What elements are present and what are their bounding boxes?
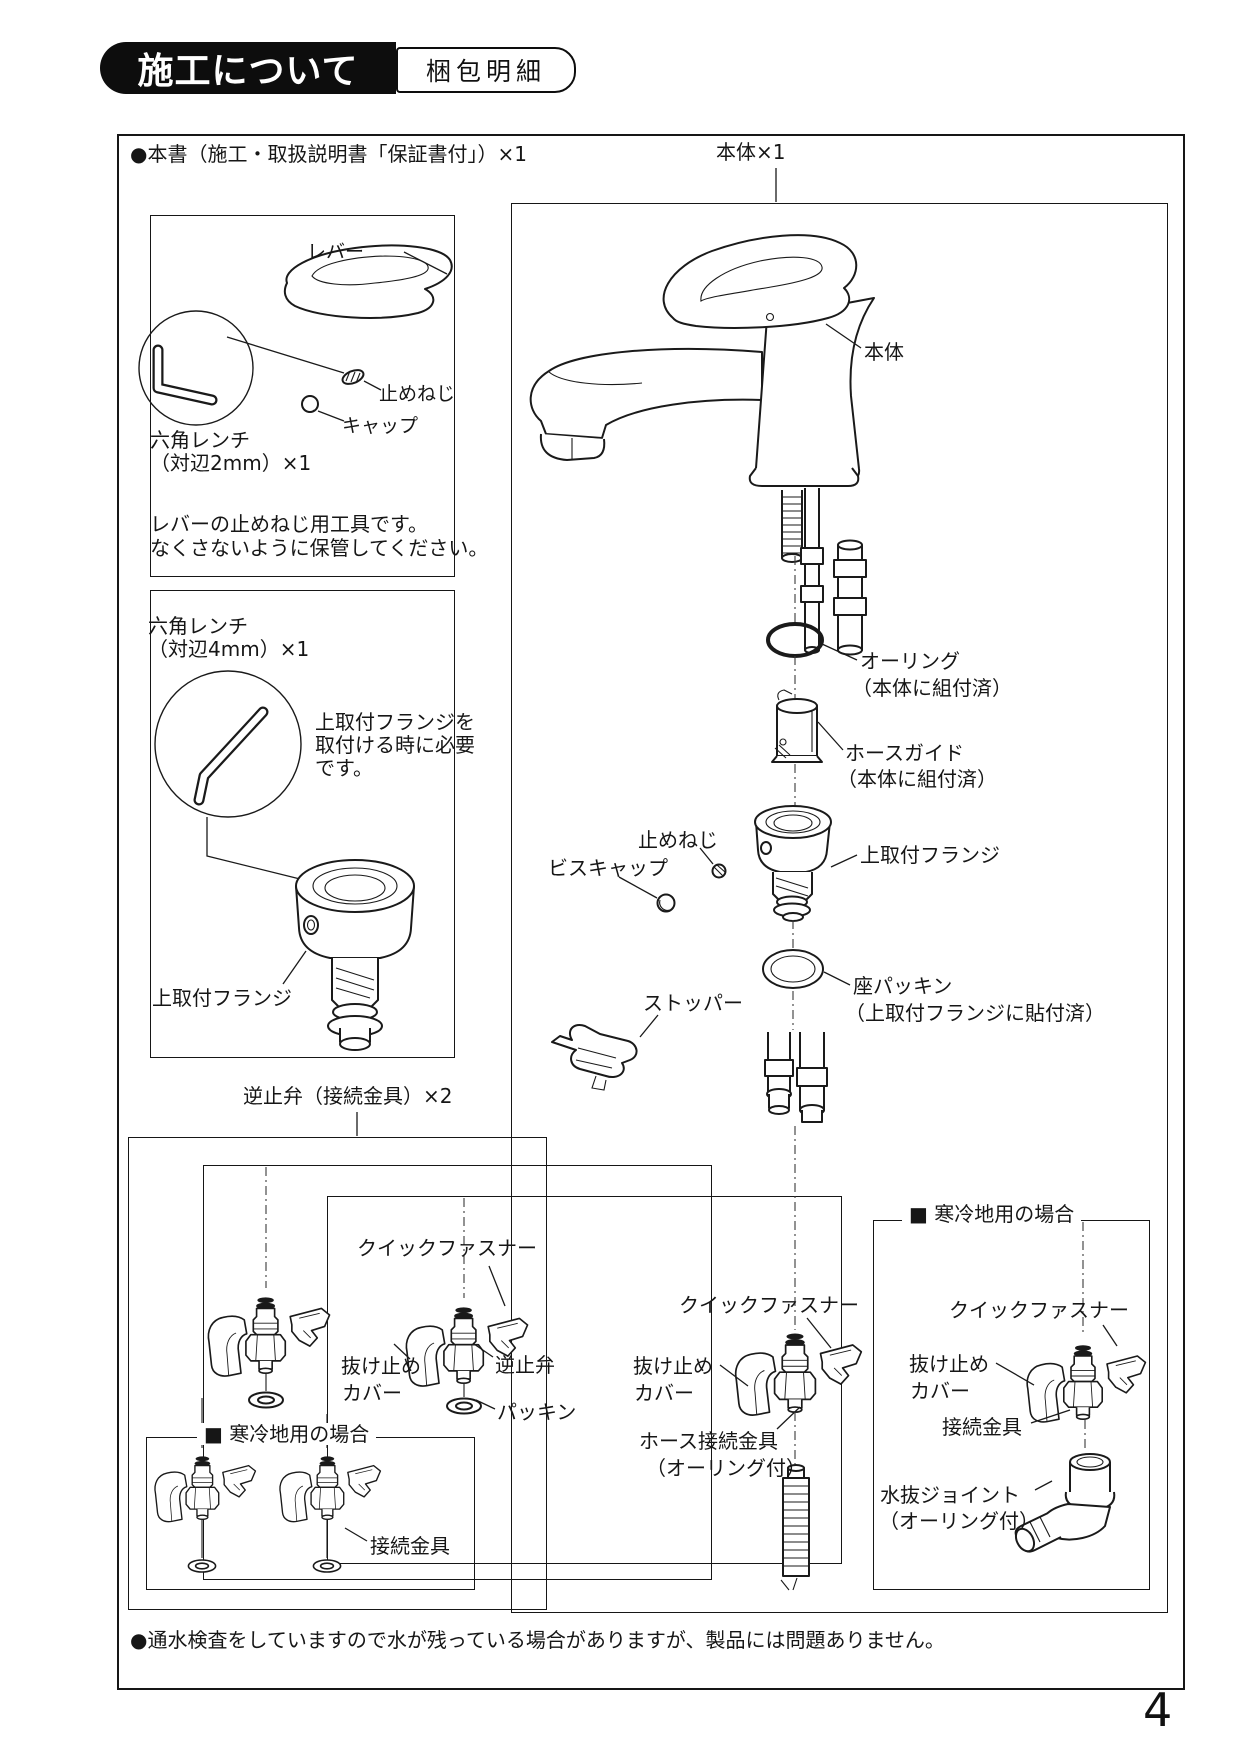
note-water-check: ●通水検査をしていますので水が残っている場合がありますが、製品には問題ありません… — [130, 1628, 945, 1652]
check-valve-box-mid — [203, 1165, 712, 1580]
note-wrench2-line2: なくさないように保管してください。 — [150, 536, 489, 560]
title-check-valve: 逆止弁（接続金具）×2 — [243, 1084, 453, 1108]
label-hose-guide-sub: （本体に組付済） — [837, 767, 997, 791]
cold-washer-left2 — [312, 1559, 342, 1573]
upper-flange-drawing-body — [754, 805, 832, 922]
outer-box — [117, 134, 1185, 1690]
label-cover-right-line1: 抜け止め — [909, 1352, 989, 1376]
label-hose-fitting-line1: ホース接続金具 — [639, 1429, 778, 1453]
label-wrench4-line1: 六角レンチ — [148, 614, 248, 638]
drain-joint-drawing — [1014, 1453, 1116, 1553]
label-quick-fastener-mid: クイックファスナー — [679, 1293, 859, 1317]
label-cover-mid-line1: 抜け止め — [633, 1354, 713, 1378]
label-upper-flange: 上取付フランジ — [860, 843, 1000, 867]
note-wrench4-line2: 取付ける時に必要 — [315, 733, 475, 757]
label-cover-left-line1: 抜け止め — [341, 1354, 421, 1378]
label-cover-mid-line2: カバー — [634, 1381, 694, 1405]
label-packing: パッキン — [497, 1400, 577, 1424]
set-screw-icon — [341, 369, 365, 385]
cold-washer-left1 — [187, 1559, 217, 1573]
label-seat-packing-sub: （上取付フランジに貼付済） — [845, 1001, 1105, 1025]
note-wrench2-line1: レバーの止めねじ用工具です。 — [150, 512, 428, 536]
hex-wrench-4mm-icon — [154, 670, 302, 818]
label-quick-fastener-right: クイックファスナー — [949, 1298, 1129, 1322]
lever-drawing — [283, 244, 453, 319]
label-cap: キャップ — [342, 415, 419, 437]
label-set-screw-a: 止めねじ — [379, 383, 456, 405]
title-cold-region-right: ■ 寒冷地用の場合 — [902, 1203, 1082, 1225]
label-hose-fitting-line2: （オーリング付） — [646, 1456, 806, 1480]
note-wrench4-line3: です。 — [315, 756, 373, 780]
label-seat-packing: 座パッキン — [853, 974, 953, 998]
check-valve-set-back — [207, 1296, 331, 1377]
stopper-drawing — [551, 1024, 638, 1091]
packing-washer-front — [446, 1397, 482, 1415]
hex-wrench-2mm-icon — [138, 310, 254, 426]
label-stopper: ストッパー — [643, 991, 743, 1015]
page-number: 4 — [1143, 1683, 1173, 1737]
title-cold-region-left: ■ 寒冷地用の場合 — [197, 1423, 377, 1445]
body-box — [511, 203, 1168, 1613]
set-screw-dot-icon — [711, 863, 727, 879]
cold-fitting-set-left1 — [154, 1455, 257, 1523]
section-title: 施工について — [137, 51, 359, 92]
label-cover-right-line2: カバー — [910, 1379, 970, 1403]
subsection-title-box: 梱包明細 — [396, 47, 576, 93]
label-quick-fastener-left: クイックファスナー — [357, 1236, 537, 1260]
label-wrench2-line2: （対辺2mm）×1 — [150, 451, 312, 475]
label-wrench4-line2: （対辺4mm）×1 — [148, 637, 310, 661]
note-wrench4-line1: 上取付フランジを — [315, 710, 475, 734]
label-drain-joint-line2: （オーリング付） — [879, 1509, 1039, 1533]
label-wrench2-line1: 六角レンチ — [150, 428, 250, 452]
note-book: ●本書（施工・取扱説明書「保証書付」）×1 — [130, 142, 527, 166]
cap-icon — [301, 395, 319, 413]
subsection-title: 梱包明細 — [425, 57, 546, 86]
label-lever: レバー — [307, 241, 365, 263]
seat-packing-drawing — [762, 949, 824, 989]
label-set-screw-body: 止めねじ — [638, 828, 718, 852]
tool-box-4mm — [150, 590, 455, 1058]
label-fitting-right: 接続金具 — [942, 1415, 1022, 1439]
packing-washer-back — [248, 1391, 284, 1409]
check-valve-box-outer — [128, 1137, 547, 1610]
label-oring: オーリング — [860, 649, 960, 673]
cold-fitting-set-right — [1026, 1344, 1147, 1423]
label-cover-left-line2: カバー — [342, 1381, 402, 1405]
label-body-count: 本体×1 — [716, 140, 786, 164]
label-check-valve: 逆止弁 — [495, 1353, 555, 1377]
corrugated-hose-drawing — [780, 1464, 810, 1591]
screw-cap-icon — [656, 893, 676, 913]
upper-flange-drawing-toolbox — [295, 859, 415, 1051]
label-flange-toolbox: 上取付フランジ — [152, 986, 292, 1010]
label-screw-cap: ビスキャップ — [548, 856, 668, 880]
label-oring-sub: （本体に組付済） — [852, 676, 1012, 700]
hose-tails-drawing — [764, 1032, 828, 1123]
tool-box-2mm — [150, 215, 455, 577]
faucet-drawing — [529, 234, 875, 656]
hose-fitting-set — [734, 1332, 863, 1416]
hose-guide-drawing — [771, 689, 823, 763]
label-drain-joint-line1: 水抜ジョイント — [880, 1483, 1020, 1507]
label-body: 本体 — [864, 340, 904, 364]
section-title-banner: 施工について — [100, 42, 396, 94]
label-hose-guide: ホースガイド — [845, 741, 964, 765]
cold-fitting-set-left2 — [279, 1455, 382, 1523]
label-fitting-left: 接続金具 — [370, 1534, 450, 1558]
